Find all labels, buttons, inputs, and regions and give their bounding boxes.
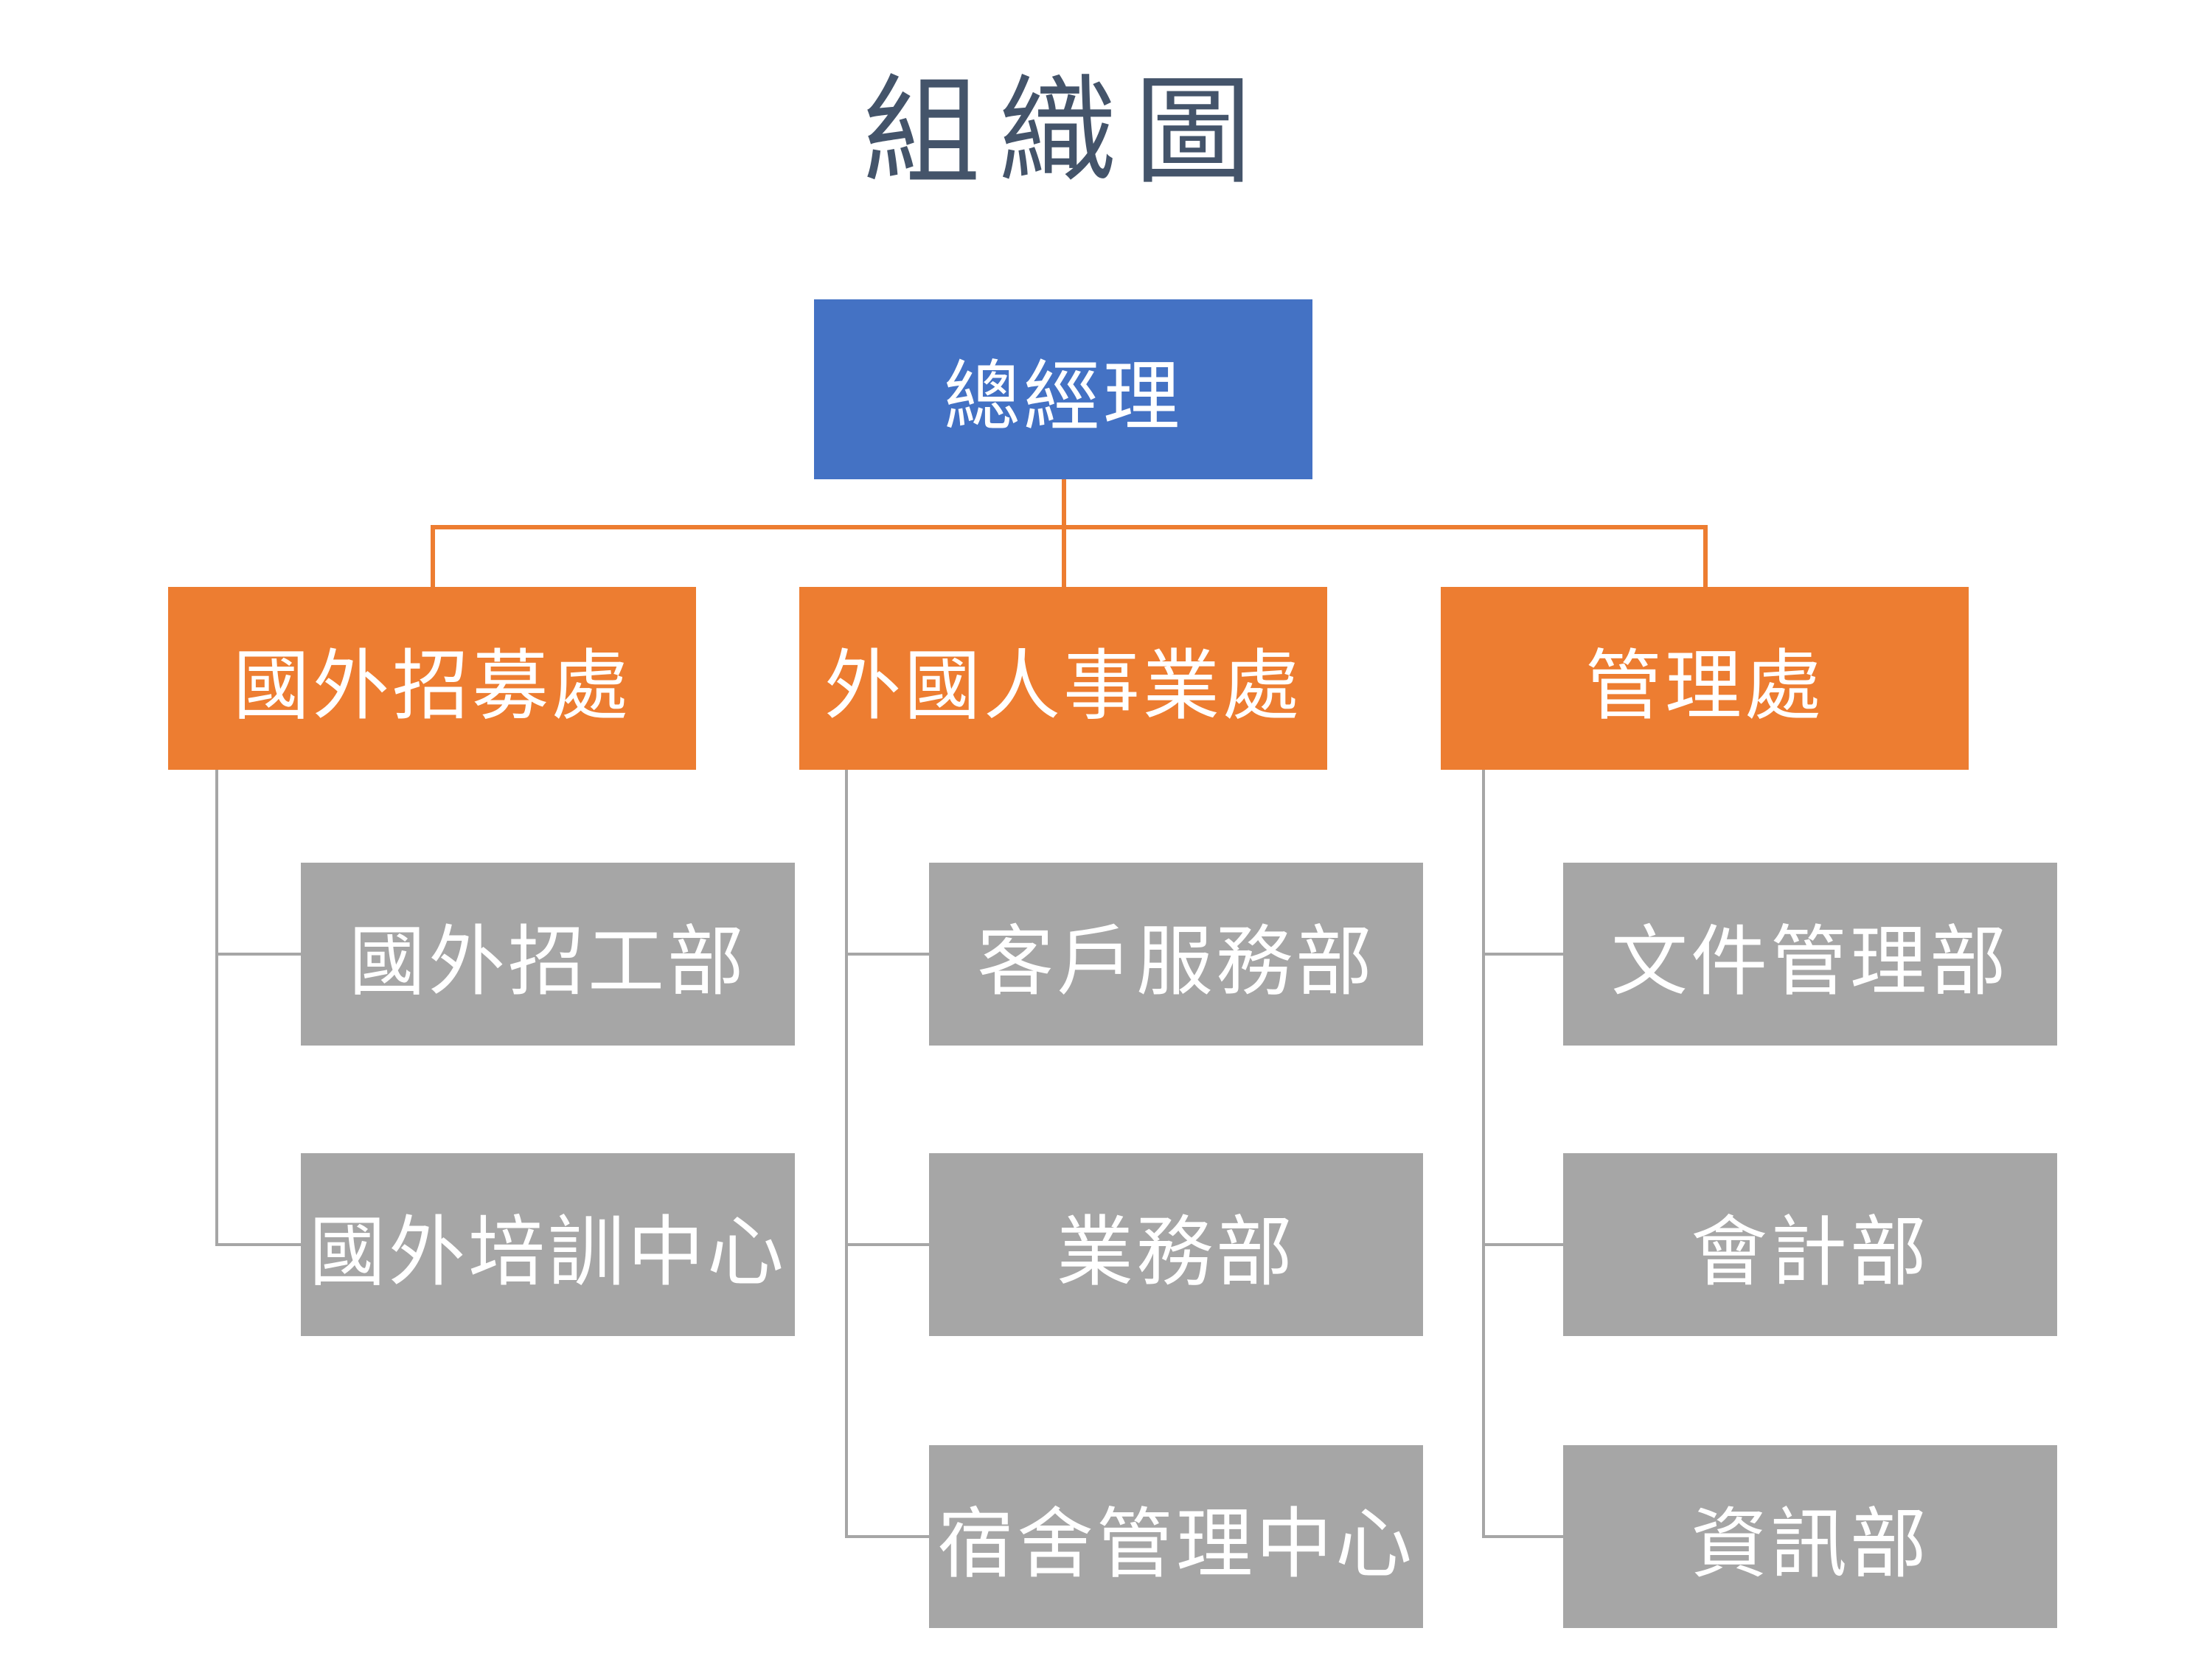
connector-division-2-stub-1: [1482, 1243, 1566, 1246]
node-customer-service-dept[interactable]: 客戶服務部: [929, 863, 1423, 1046]
connector-division-0-vertical: [215, 770, 218, 1246]
node-overseas-recruitment-division[interactable]: 國外招募處: [168, 587, 696, 770]
node-document-management-dept[interactable]: 文件管理部: [1563, 863, 2057, 1046]
node-information-dept[interactable]: 資訊部: [1563, 1445, 2057, 1628]
node-overseas-training-center[interactable]: 國外培訓中心: [301, 1153, 795, 1336]
connector-division-2-stub-0: [1482, 953, 1566, 956]
node-foreigner-affairs-division[interactable]: 外國人事業處: [799, 587, 1327, 770]
connector-division-1-stub-2: [845, 1535, 929, 1538]
connector-root-horizontal: [431, 525, 1708, 529]
connector-division-0-stub-1: [215, 1243, 301, 1246]
connector-division-1-stub-1: [845, 1243, 929, 1246]
connector-division-0-stub-0: [215, 953, 301, 956]
connector-drop-division-1: [1062, 525, 1066, 588]
node-administration-division[interactable]: 管理處: [1441, 587, 1969, 770]
connector-drop-division-2: [1703, 525, 1708, 588]
connector-drop-division-0: [431, 525, 435, 588]
node-accounting-dept[interactable]: 會計部: [1563, 1153, 2057, 1336]
connector-division-1-stub-0: [845, 953, 929, 956]
page-title: 組織圖: [863, 66, 1270, 198]
connector-division-2-stub-2: [1482, 1535, 1566, 1538]
node-general-manager[interactable]: 總經理: [814, 299, 1312, 479]
node-business-dept[interactable]: 業務部: [929, 1153, 1423, 1336]
node-dormitory-management-center[interactable]: 宿舍管理中心: [929, 1445, 1423, 1628]
node-overseas-labor-dept[interactable]: 國外招工部: [301, 863, 795, 1046]
connector-division-1-vertical: [845, 770, 848, 1538]
connector-division-2-vertical: [1482, 770, 1485, 1538]
connector-root-stem: [1062, 479, 1066, 526]
